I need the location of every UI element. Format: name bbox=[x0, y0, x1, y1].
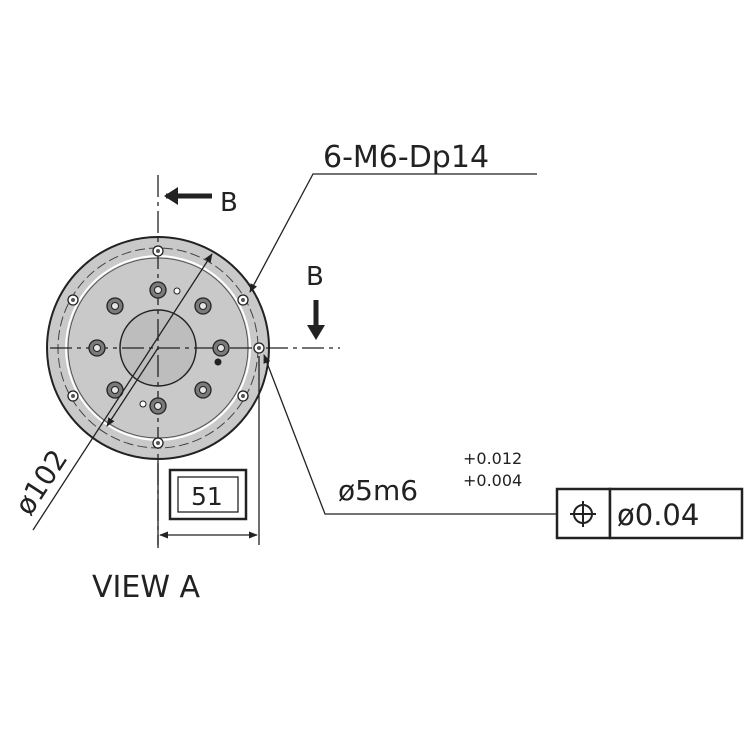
counterbore-hole bbox=[106, 297, 124, 315]
counterbore-hole-group bbox=[88, 281, 230, 415]
counterbore-hole bbox=[212, 339, 230, 357]
counterbore-hole bbox=[88, 339, 106, 357]
thread-callout-leader bbox=[249, 173, 537, 293]
pin-diameter-label: ø5m6 bbox=[338, 474, 418, 507]
m6-hole bbox=[237, 294, 249, 306]
section-marker-top-label: B bbox=[220, 188, 238, 218]
view-title: VIEW A bbox=[92, 570, 201, 605]
counterbore-hole bbox=[194, 297, 212, 315]
tolerance-upper-label: +0.012 bbox=[463, 449, 522, 468]
counterbore-hole bbox=[194, 381, 212, 399]
diameter-dimension-line bbox=[32, 253, 213, 531]
pin-hole bbox=[253, 342, 265, 354]
feature-control-frame: ø0.04 bbox=[555, 487, 744, 540]
section-arrow-right-head bbox=[307, 325, 325, 340]
m6-hole-group bbox=[67, 245, 249, 449]
diameter-inner-arrow bbox=[106, 347, 159, 427]
basic-dimension-frame bbox=[168, 468, 248, 521]
position-tolerance-icon bbox=[570, 501, 596, 527]
position-tolerance-value: ø0.04 bbox=[617, 498, 699, 532]
thread-callout-label: 6-M6-Dp14 bbox=[323, 140, 489, 175]
counterbore-hole bbox=[106, 381, 124, 399]
basic-dimension-label: 51 bbox=[191, 482, 223, 511]
m6-hole bbox=[67, 390, 79, 402]
m6-hole bbox=[67, 294, 79, 306]
locating-dot bbox=[173, 287, 181, 295]
counterbore-hole bbox=[149, 397, 167, 415]
section-marker-right-label: B bbox=[306, 262, 324, 292]
m6-hole bbox=[152, 437, 164, 449]
counterbore-hole bbox=[149, 281, 167, 299]
section-arrow-top-head bbox=[164, 187, 178, 205]
marker-dot bbox=[214, 358, 222, 366]
locating-dot bbox=[139, 400, 147, 408]
tolerance-lower-label: +0.004 bbox=[463, 471, 522, 490]
basic-dimension-frame-inner bbox=[177, 476, 239, 513]
m6-hole bbox=[237, 390, 249, 402]
pin-hole-leader bbox=[263, 354, 557, 515]
m6-hole bbox=[152, 245, 164, 257]
